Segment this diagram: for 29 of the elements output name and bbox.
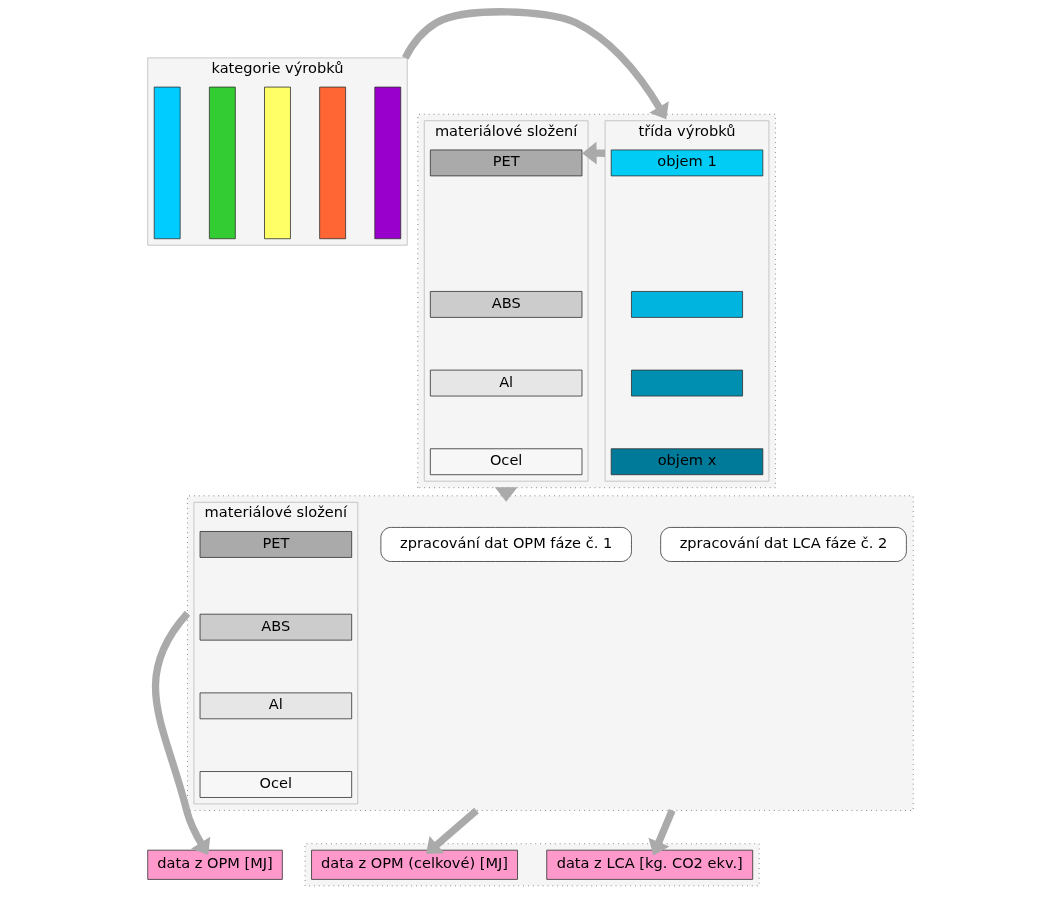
- node-box: ABS: [199, 613, 353, 641]
- arrow: [151, 610, 211, 855]
- node-box: data z OPM (celkové) [MJ]: [311, 849, 518, 880]
- node-bar: [631, 291, 743, 318]
- node-box: objem x: [610, 448, 764, 476]
- node-box: data z LCA [kg. CO2 ekv.]: [546, 849, 754, 880]
- cluster: [304, 843, 760, 887]
- node-box: Ocel: [429, 448, 583, 476]
- node-box: Al: [199, 692, 353, 720]
- arrow: [402, 8, 669, 120]
- node-bar: [374, 86, 402, 240]
- arrow: [426, 807, 479, 854]
- node-box: Ocel: [199, 771, 353, 798]
- node-bar: [631, 369, 743, 397]
- node-box: objem 1: [610, 149, 764, 177]
- cluster: kategorie výrobků: [147, 57, 408, 246]
- arrow: [648, 809, 676, 856]
- node-box: data z OPM [MJ]: [147, 849, 283, 880]
- node-box: zpracování dat OPM fáze č. 1: [380, 527, 632, 562]
- node-box: PET: [429, 149, 583, 177]
- node-bar: [319, 86, 346, 240]
- node-bar: [153, 86, 181, 240]
- node-box: ABS: [429, 291, 583, 318]
- cluster: [187, 495, 914, 811]
- node-bar: [264, 86, 291, 240]
- node-box: PET: [199, 531, 353, 558]
- node-box: Al: [429, 369, 583, 397]
- node-bar: [208, 86, 236, 240]
- node-box: zpracování dat LCA fáze č. 2: [660, 527, 907, 562]
